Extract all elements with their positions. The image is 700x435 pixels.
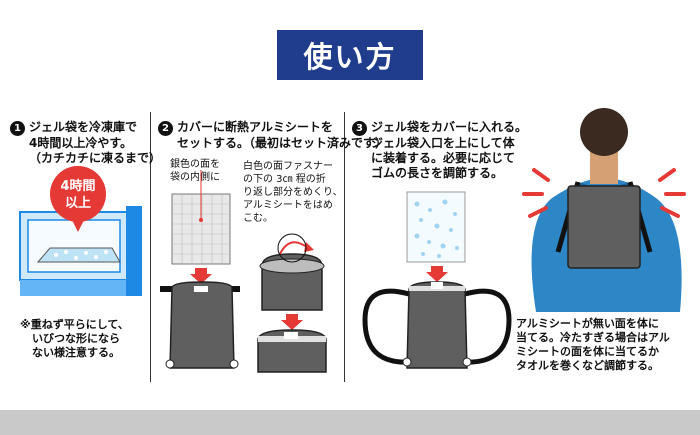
step2-illustration: [160, 170, 327, 373]
step2-label-right-5: こむ。: [243, 213, 273, 224]
step1-line-3: （カチカチに凍るまで）: [29, 151, 162, 165]
step1-line-2: 4時間以上冷やす。: [29, 136, 133, 150]
step1-note-1: ※重ねず平らにして、: [20, 318, 129, 331]
step2-number: 2: [158, 121, 173, 136]
step3-illustration: [362, 191, 512, 369]
badge-line-1: 4時間: [60, 179, 96, 194]
step2-label-right-3: り返し部分をめくり、: [243, 187, 343, 198]
step2-line-2: セットする。（最初はセット済みです）: [177, 136, 388, 150]
bottom-band: [0, 410, 700, 435]
step2-label-right-4: アルミシートをはめ: [243, 200, 333, 211]
step1-instructions: 1 ジェル袋を冷凍庫で 4時間以上冷やす。 （カチカチに凍るまで）: [10, 120, 161, 166]
step2-label-left-2: 袋の内側に: [170, 172, 220, 183]
callout-line-2: 当てる。冷たすぎる場合はアル: [516, 331, 670, 344]
step2-label-right-1: 白色の面ファスナー: [243, 161, 333, 172]
badge-4hours: 4時間 以上: [48, 178, 108, 212]
divider-2: [344, 112, 345, 382]
step3-line-2: ジェル袋入口を上にして体: [371, 136, 515, 150]
callout-line-4: タオルを巻くなど調節する。: [516, 359, 659, 372]
step1-number: 1: [10, 121, 25, 136]
step3-line-4: ゴムの長さを調節する。: [371, 166, 504, 180]
step1-note-2: いびつな形になら: [32, 332, 120, 345]
step3-number: 3: [352, 121, 367, 136]
step2-label-left: 銀色の面を 袋の内側に: [170, 158, 220, 184]
step2-line-1: カバーに断熱アルミシートを: [177, 120, 333, 134]
callout-line-3: ミシートの面を体に当てるか: [516, 345, 659, 358]
badge-line-2: 以上: [64, 196, 91, 211]
callout-note: アルミシートが無い面を体に 当てる。冷たすぎる場合はアル ミシートの面を体に当て…: [512, 315, 698, 377]
step1-note: ※重ねず平らにして、 いびつな形になら ない様注意する。: [20, 318, 129, 360]
step2-label-right-2: の下の 3㎝ 程の折: [243, 174, 326, 185]
divider-1: [150, 112, 151, 382]
callout-line-1: アルミシートが無い面を体に: [516, 317, 659, 330]
step2-label-left-1: 銀色の面を: [170, 159, 220, 170]
step1-line-1: ジェル袋を冷凍庫で: [29, 120, 138, 134]
freezer-illustration: [19, 166, 142, 296]
step2-instructions: 2 カバーに断熱アルミシートを セットする。（最初はセット済みです）: [158, 120, 387, 151]
page-title: 使い方: [277, 30, 423, 80]
step3-instructions: 3 ジェル袋をカバーに入れる。 ジェル袋入口を上にして体 に装着する。必要に応じて…: [352, 120, 527, 181]
step1-note-3: ない様注意する。: [32, 346, 120, 359]
person-back-illustration: [522, 108, 686, 312]
step2-label-right: 白色の面ファスナー の下の 3㎝ 程の折 り返し部分をめくり、 アルミシートをは…: [243, 160, 343, 225]
step3-line-1: ジェル袋をカバーに入れる。: [371, 120, 528, 134]
step3-line-3: に装着する。必要に応じて: [371, 151, 516, 165]
